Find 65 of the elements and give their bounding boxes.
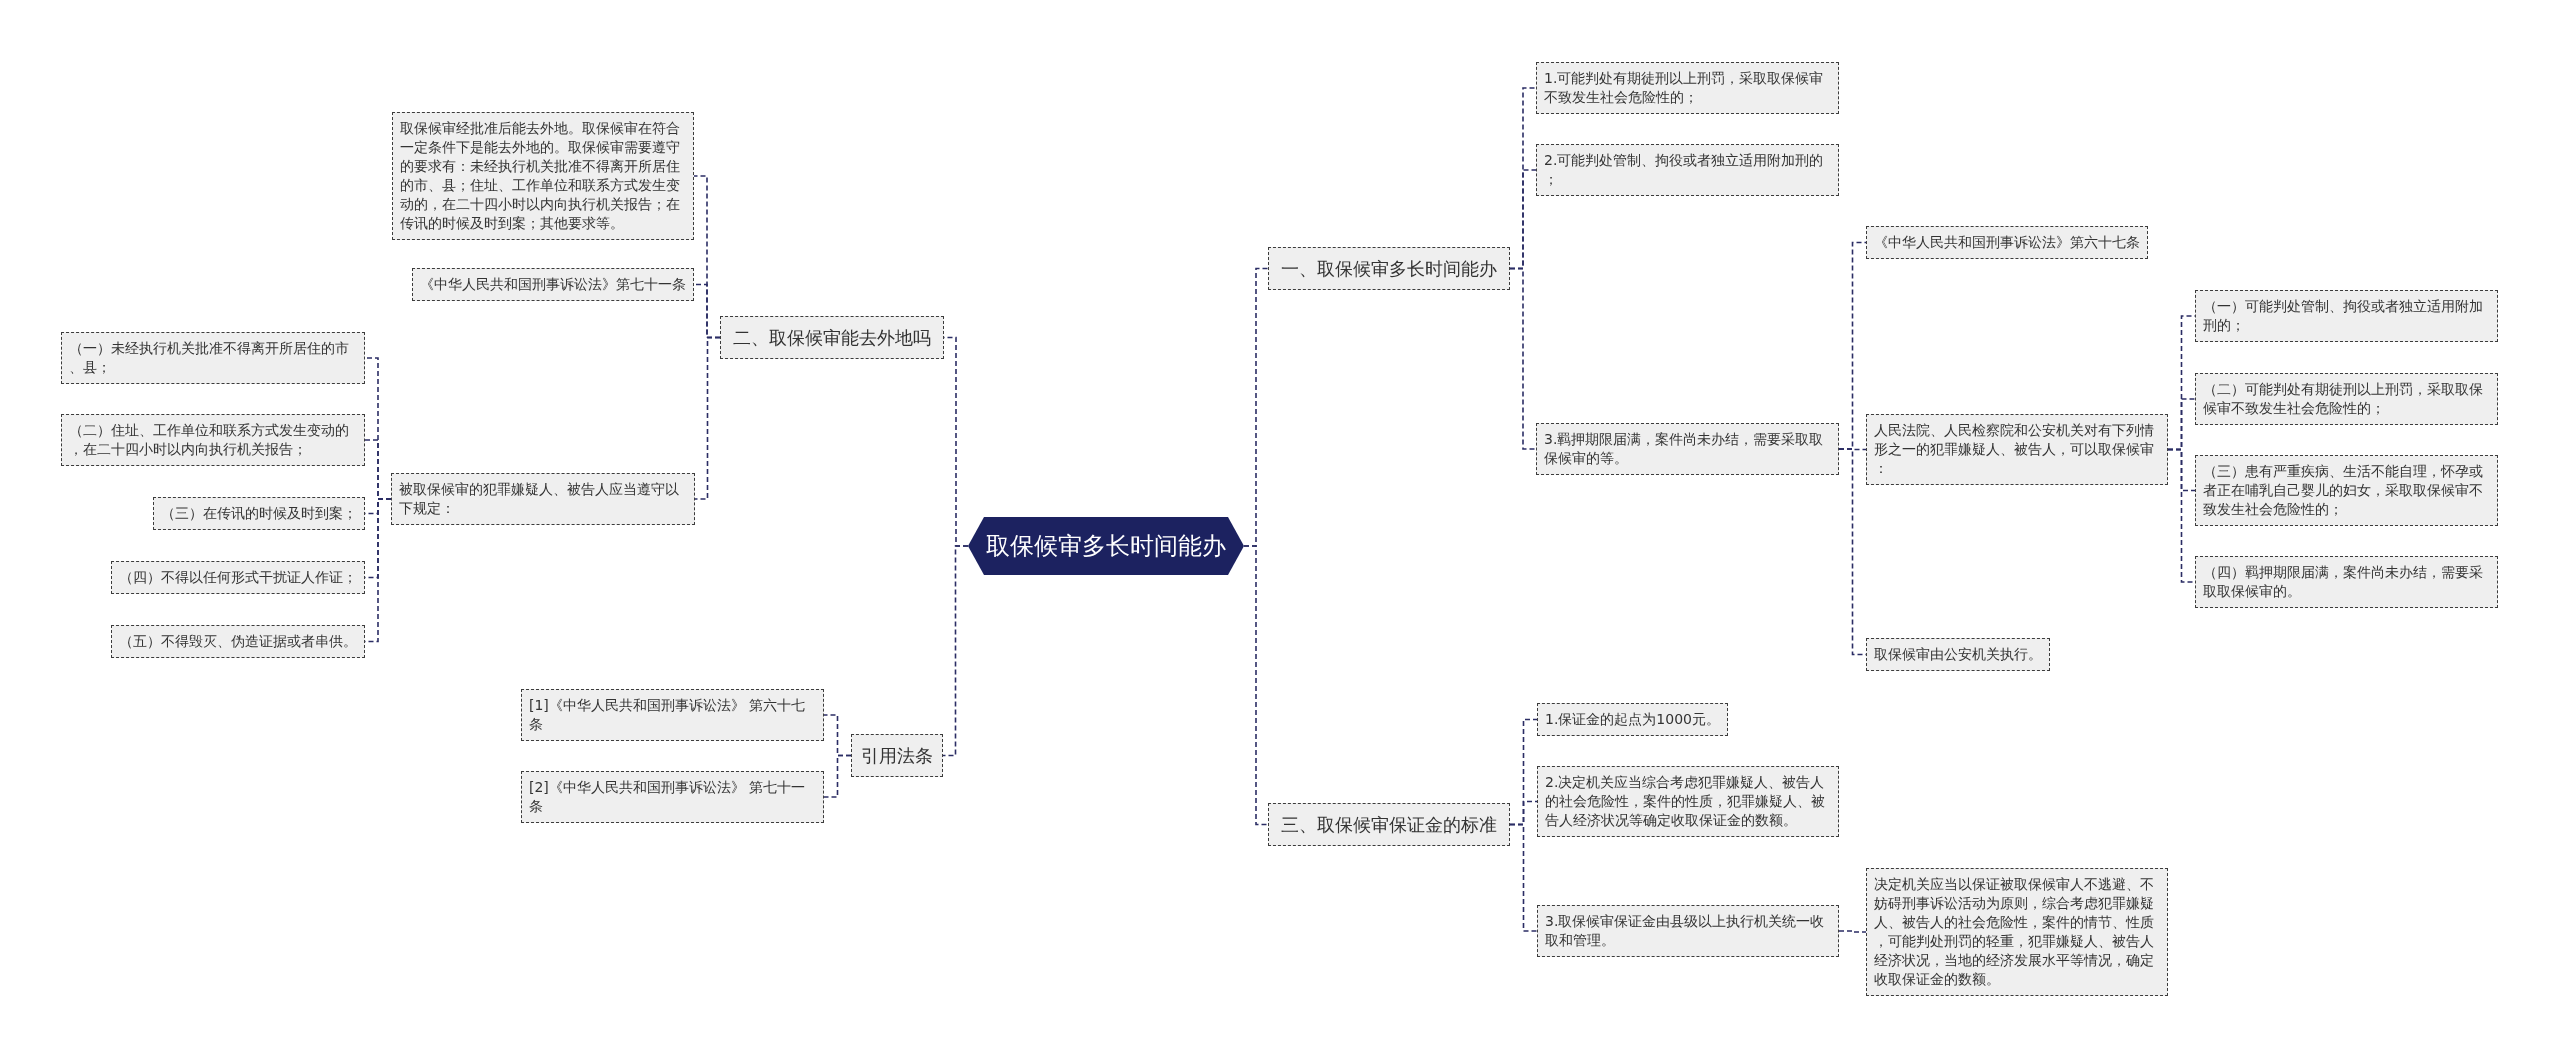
branch-topic-box bbox=[720, 316, 944, 359]
note-text: 1.保证金的起点为1000元。 bbox=[1545, 710, 1720, 729]
note-box bbox=[2195, 556, 2498, 608]
note-box bbox=[1866, 414, 2168, 485]
note-box bbox=[412, 268, 694, 301]
note-box bbox=[2195, 290, 2498, 342]
central-topic-text: 取保候审多长时间能办 bbox=[986, 531, 1226, 561]
note-text: （三）患有严重疾病、生活不能自理，怀孕或者正在哺乳自己婴儿的妇女，采取取保候审不致发生社会危险性的； bbox=[2203, 462, 2484, 519]
connector-line bbox=[1509, 823, 1538, 932]
note-text: 1.可能判处有期徒刑以上刑罚，采取取保候审不致发生社会危险性的； bbox=[1544, 69, 1825, 107]
note-box bbox=[1866, 226, 2148, 259]
branch-topic-text: 引用法条 bbox=[861, 743, 933, 768]
note-text: 2.决定机关应当综合考虑犯罪嫌疑人、被告人的社会危险性，案件的性质，犯罪嫌疑人、被告人经济状况等确定收取保证金的数额。 bbox=[1545, 773, 1826, 830]
note-text: （二）可能判处有期徒刑以上刑罚，采取取保候审不致发生社会危险性的； bbox=[2203, 380, 2484, 418]
note-box bbox=[1536, 423, 1839, 475]
note-box bbox=[153, 497, 365, 530]
note-text: （四）不得以任何形式干扰证人作证； bbox=[119, 568, 357, 587]
note-box bbox=[1537, 905, 1839, 957]
note-box bbox=[521, 771, 824, 823]
branch-topic-text: 二、取保候审能去外地吗 bbox=[733, 325, 931, 350]
note-text: （二）住址、工作单位和联系方式发生变动的，在二十四小时以内向执行机关报告； bbox=[69, 421, 350, 459]
branch-topic-box bbox=[1268, 247, 1510, 290]
note-box bbox=[1537, 766, 1839, 837]
note-text: [1]《中华人民共和国刑事诉讼法》 第六十七条 bbox=[529, 696, 807, 734]
note-text: （一）可能判处管制、拘役或者独立适用附加刑的； bbox=[2203, 297, 2484, 335]
note-text: 被取保候审的犯罪嫌疑人、被告人应当遵守以下规定： bbox=[399, 480, 680, 518]
note-box bbox=[1866, 638, 2050, 671]
note-text: 《中华人民共和国刑事诉讼法》第七十一条 bbox=[420, 275, 686, 294]
note-text: （五）不得毁灭、伪造证据或者串供。 bbox=[119, 632, 357, 651]
note-text: （四）羁押期限届满，案件尚未办结，需要采取取保候审的。 bbox=[2203, 563, 2484, 601]
connector-line bbox=[942, 545, 969, 757]
note-box bbox=[1537, 703, 1728, 736]
connector-line bbox=[1838, 930, 1867, 933]
note-text: 取保候审经批准后能去外地。取保候审在符合一定条件下是能去外地的。取保候审需要遵守的要求有：未经执行机关批准不得离开所居住的市、县；住址、工作单位和联系方式发生变动的，在二十四小时以内向执行机关报告；在传讯的时候及时到案；其他要求等。 bbox=[400, 119, 681, 233]
note-box bbox=[2195, 455, 2498, 526]
note-text: [2]《中华人民共和国刑事诉讼法》 第七十一条 bbox=[529, 778, 807, 816]
note-text: （一）未经执行机关批准不得离开所居住的市、县； bbox=[69, 339, 350, 377]
note-text: 2.可能判处管制、拘役或者独立适用附加刑的； bbox=[1544, 151, 1825, 189]
note-box bbox=[111, 625, 365, 658]
note-text: 《中华人民共和国刑事诉讼法》第六十七条 bbox=[1874, 233, 2140, 252]
note-box bbox=[392, 112, 694, 240]
note-box bbox=[61, 332, 365, 384]
note-text: 3.羁押期限届满，案件尚未办结，需要采取取保候审的等。 bbox=[1544, 430, 1825, 468]
note-text: 取保候审由公安机关执行。 bbox=[1874, 645, 2042, 664]
note-box bbox=[111, 561, 365, 594]
connector-line bbox=[1509, 267, 1537, 450]
note-box bbox=[521, 689, 824, 741]
branch-topic-box bbox=[1268, 803, 1510, 846]
branch-topic-text: 三、取保候审保证金的标准 bbox=[1281, 812, 1497, 837]
note-box bbox=[2195, 373, 2498, 425]
connector-line bbox=[694, 336, 721, 500]
note-box bbox=[391, 473, 695, 525]
note-text: 人民法院、人民检察院和公安机关对有下列情形之一的犯罪嫌疑人、被告人，可以取保候审： bbox=[1874, 421, 2155, 478]
connector-line bbox=[823, 754, 852, 798]
note-box bbox=[1536, 144, 1839, 196]
note-box bbox=[1866, 868, 2168, 996]
branch-topic-text: 一、取保候审多长时间能办 bbox=[1281, 256, 1497, 281]
connector-line bbox=[1243, 545, 1269, 826]
note-text: 决定机关应当以保证被取保候审人不逃避、不妨碍刑事诉讼活动为原则，综合考虑犯罪嫌疑人、被告人的社会危险性，案件的情节、性质，可能判处刑罚的轻重，犯罪嫌疑人、被告人经济状况，当地的经济发展水平等情况，确定收取保证金的数额。 bbox=[1874, 875, 2155, 989]
note-box bbox=[1536, 62, 1839, 114]
note-text: （三）在传讯的时候及时到案； bbox=[161, 504, 357, 523]
note-box bbox=[61, 414, 365, 466]
note-text: 3.取保候审保证金由县级以上执行机关统一收取和管理。 bbox=[1545, 912, 1826, 950]
branch-topic-box bbox=[851, 734, 943, 777]
connector-line bbox=[2167, 448, 2196, 583]
